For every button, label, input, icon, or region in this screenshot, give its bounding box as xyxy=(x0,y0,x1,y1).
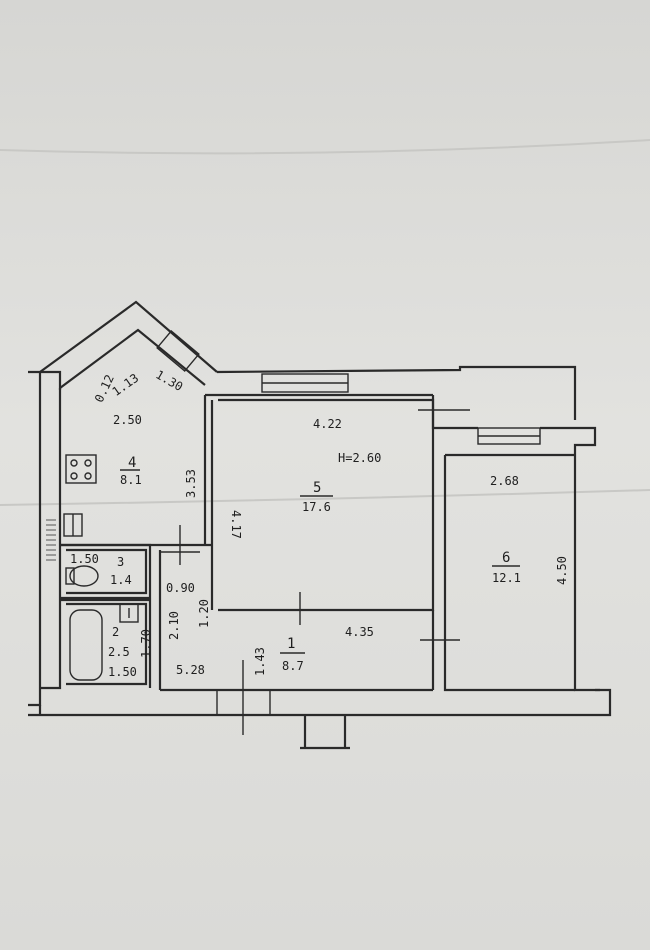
stove-icon xyxy=(65,454,97,484)
room-1-area: 8.7 xyxy=(282,659,304,673)
dim-corridor-b: 2.10 xyxy=(167,611,181,640)
room-1-id: 1 xyxy=(287,636,295,652)
washbasin-icon xyxy=(119,603,139,623)
dim-corridor-a: 1.20 xyxy=(197,599,211,628)
room-5-area: 17.6 xyxy=(302,500,331,514)
fixtures xyxy=(46,454,139,681)
room-6-area: 12.1 xyxy=(492,571,521,585)
room-4-id: 4 xyxy=(128,455,136,471)
dim-hall-depth: 1.43 xyxy=(253,647,267,676)
paper-fold-line xyxy=(0,489,650,506)
windows xyxy=(156,330,541,715)
dim-kitchen-diag-a: 1.13 xyxy=(110,371,142,399)
dim-wc-width: 1.50 xyxy=(70,552,99,566)
labels: 0.12 1.13 1.30 2.50 4 8.1 3.53 4.22 H=2.… xyxy=(70,367,569,679)
interior-walls xyxy=(60,395,575,735)
dim-bedroom-length: 4.50 xyxy=(555,556,569,585)
window-kitchen xyxy=(156,330,200,372)
room-3-id: 3 xyxy=(117,555,124,569)
dim-bedroom-width: 2.68 xyxy=(490,474,519,488)
dim-hall-length-a: 5.28 xyxy=(176,663,205,677)
room-2-id: 2 xyxy=(112,625,119,639)
room-6-id: 6 xyxy=(502,550,510,566)
dim-hall-length-b: 4.35 xyxy=(345,625,374,639)
dim-kitchen-diag-b: 1.30 xyxy=(153,367,185,394)
dim-kitchen-width: 2.50 xyxy=(113,413,142,427)
room-5-id: 5 xyxy=(313,480,321,496)
dim-bath-depth: 1.70 xyxy=(139,629,153,658)
bathtub-icon xyxy=(69,609,103,681)
dim-bath-width: 1.50 xyxy=(108,665,137,679)
room-3-area: 1.4 xyxy=(110,573,132,587)
room-4-area: 8.1 xyxy=(120,473,142,487)
dim-wc-depth: 0.90 xyxy=(166,581,195,595)
dim-living-width: 4.22 xyxy=(313,417,342,431)
room-2-area: 2.5 xyxy=(108,645,130,659)
paper-fold-line xyxy=(0,139,650,155)
ceiling-height: H=2.60 xyxy=(338,451,381,465)
radiator-icon xyxy=(46,519,56,561)
dim-kitchen-length: 3.53 xyxy=(184,469,198,498)
dim-living-length: 4.17 xyxy=(229,510,243,539)
outer-walls xyxy=(28,300,612,750)
toilet-icon xyxy=(69,565,99,587)
